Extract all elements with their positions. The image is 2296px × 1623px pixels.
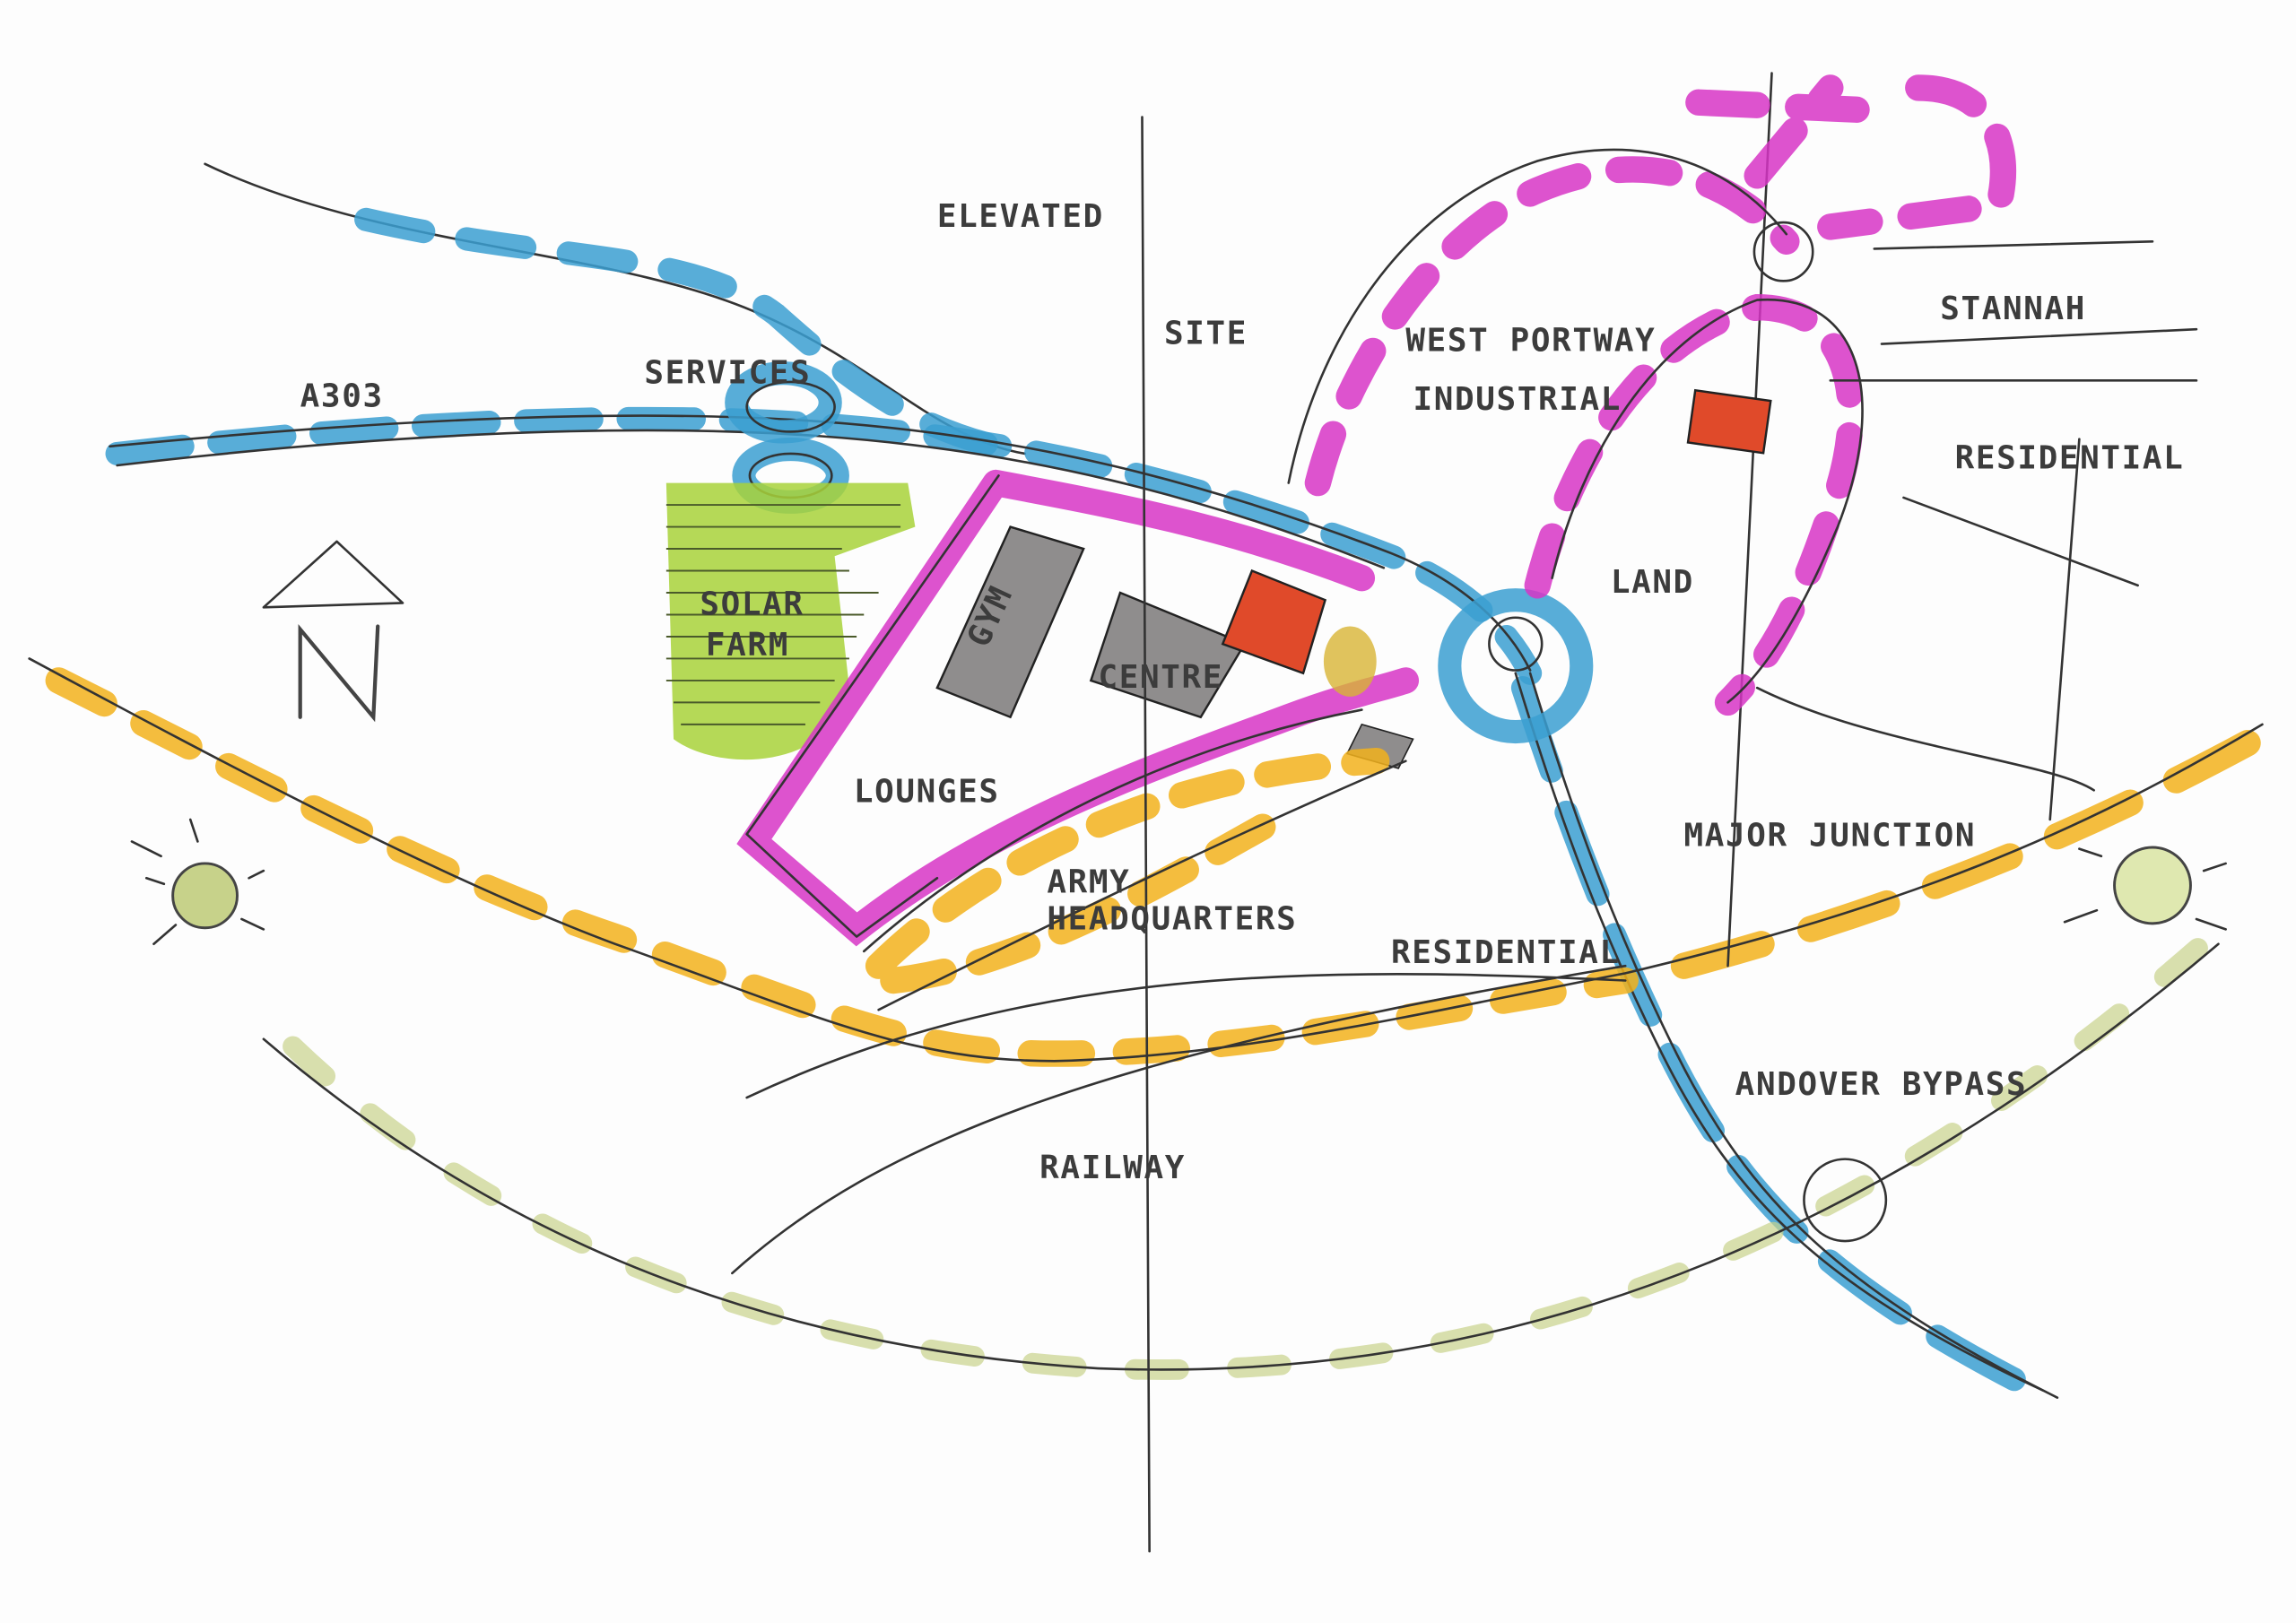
solar-panel-lines	[665, 504, 901, 725]
label-lounges: LOUNGES	[854, 773, 1000, 810]
army-hq-boundary	[865, 748, 1390, 994]
label-major-junction: MAJOR JUNCTION	[1684, 817, 1977, 854]
label-elevated: ELEVATED	[937, 198, 1104, 235]
label-stannah: STANNAH	[1940, 291, 2086, 327]
label-farm: FARM	[706, 627, 789, 664]
industrial-road	[1287, 148, 1864, 704]
guide-line-1	[1141, 116, 1151, 1553]
army-hq-road	[862, 708, 1407, 1011]
east-residential-lines	[1755, 239, 2198, 792]
sun-east-icon	[2113, 846, 2192, 925]
road-andover-bypass-line	[1514, 672, 2044, 1392]
north-loop-boundary	[1685, 74, 2017, 240]
label-industrial: INDUSTRIAL	[1413, 381, 1622, 418]
major-junction-roundabout	[1438, 588, 1594, 744]
label-centre: CENTRE	[1098, 659, 1223, 696]
label-railway: RAILWAY	[1039, 1150, 1186, 1186]
guide-line-2	[1726, 72, 1773, 968]
label-solar: SOLAR	[700, 586, 804, 622]
railway-line	[28, 657, 2264, 1063]
label-site: SITE	[1164, 316, 1248, 352]
label-andover-bypass: ANDOVER BYPASS	[1735, 1066, 2028, 1103]
building-centre	[1089, 591, 1247, 719]
site-boundary-line	[745, 474, 1000, 938]
label-a303: A303	[300, 378, 384, 415]
building-focus	[1221, 568, 1327, 675]
road-andover-bypass	[1510, 676, 2062, 1410]
road-a303-northern-branch	[354, 207, 1008, 458]
solar-farm	[665, 482, 916, 760]
label-residential-east: RESIDENTIAL	[1955, 439, 2185, 476]
label-services: SERVICES	[644, 355, 811, 392]
road-andover-bypass-line-2	[1528, 672, 2059, 1399]
sun-path	[283, 926, 2222, 1380]
building-gym	[935, 525, 1085, 719]
stannah-boundary	[1524, 294, 1864, 716]
north-arrow-icon	[262, 540, 404, 723]
rail-route-east	[1670, 725, 2268, 979]
stannah-roundabout	[1752, 221, 1814, 282]
services-loop-1	[745, 380, 836, 433]
guide-line-3	[2048, 438, 2081, 821]
label-residential-south: RESIDENTIAL	[1391, 934, 1621, 971]
road-a303	[105, 406, 1543, 685]
major-junction-circle	[1488, 616, 1544, 672]
label-land: LAND	[1611, 564, 1694, 601]
label-army: ARMY	[1047, 864, 1130, 901]
label-headquarters: HEADQUARTERS	[1047, 900, 1297, 937]
railway-branch	[745, 973, 1627, 1099]
railway-line-2	[731, 964, 1627, 1275]
label-west-portway: WEST PORTWAY	[1405, 323, 1656, 360]
stannah-building	[1686, 388, 1772, 455]
sun-west-icon	[171, 862, 239, 930]
sun-west-rays	[130, 818, 265, 946]
west-portway-boundary	[1304, 156, 1800, 497]
bypass-roundabout	[1803, 1158, 1888, 1243]
yellow-plaza	[1323, 626, 1377, 697]
road-a303-line	[109, 414, 1532, 672]
sun-path-line	[262, 942, 2220, 1371]
sun-east-rays	[2063, 847, 2227, 931]
